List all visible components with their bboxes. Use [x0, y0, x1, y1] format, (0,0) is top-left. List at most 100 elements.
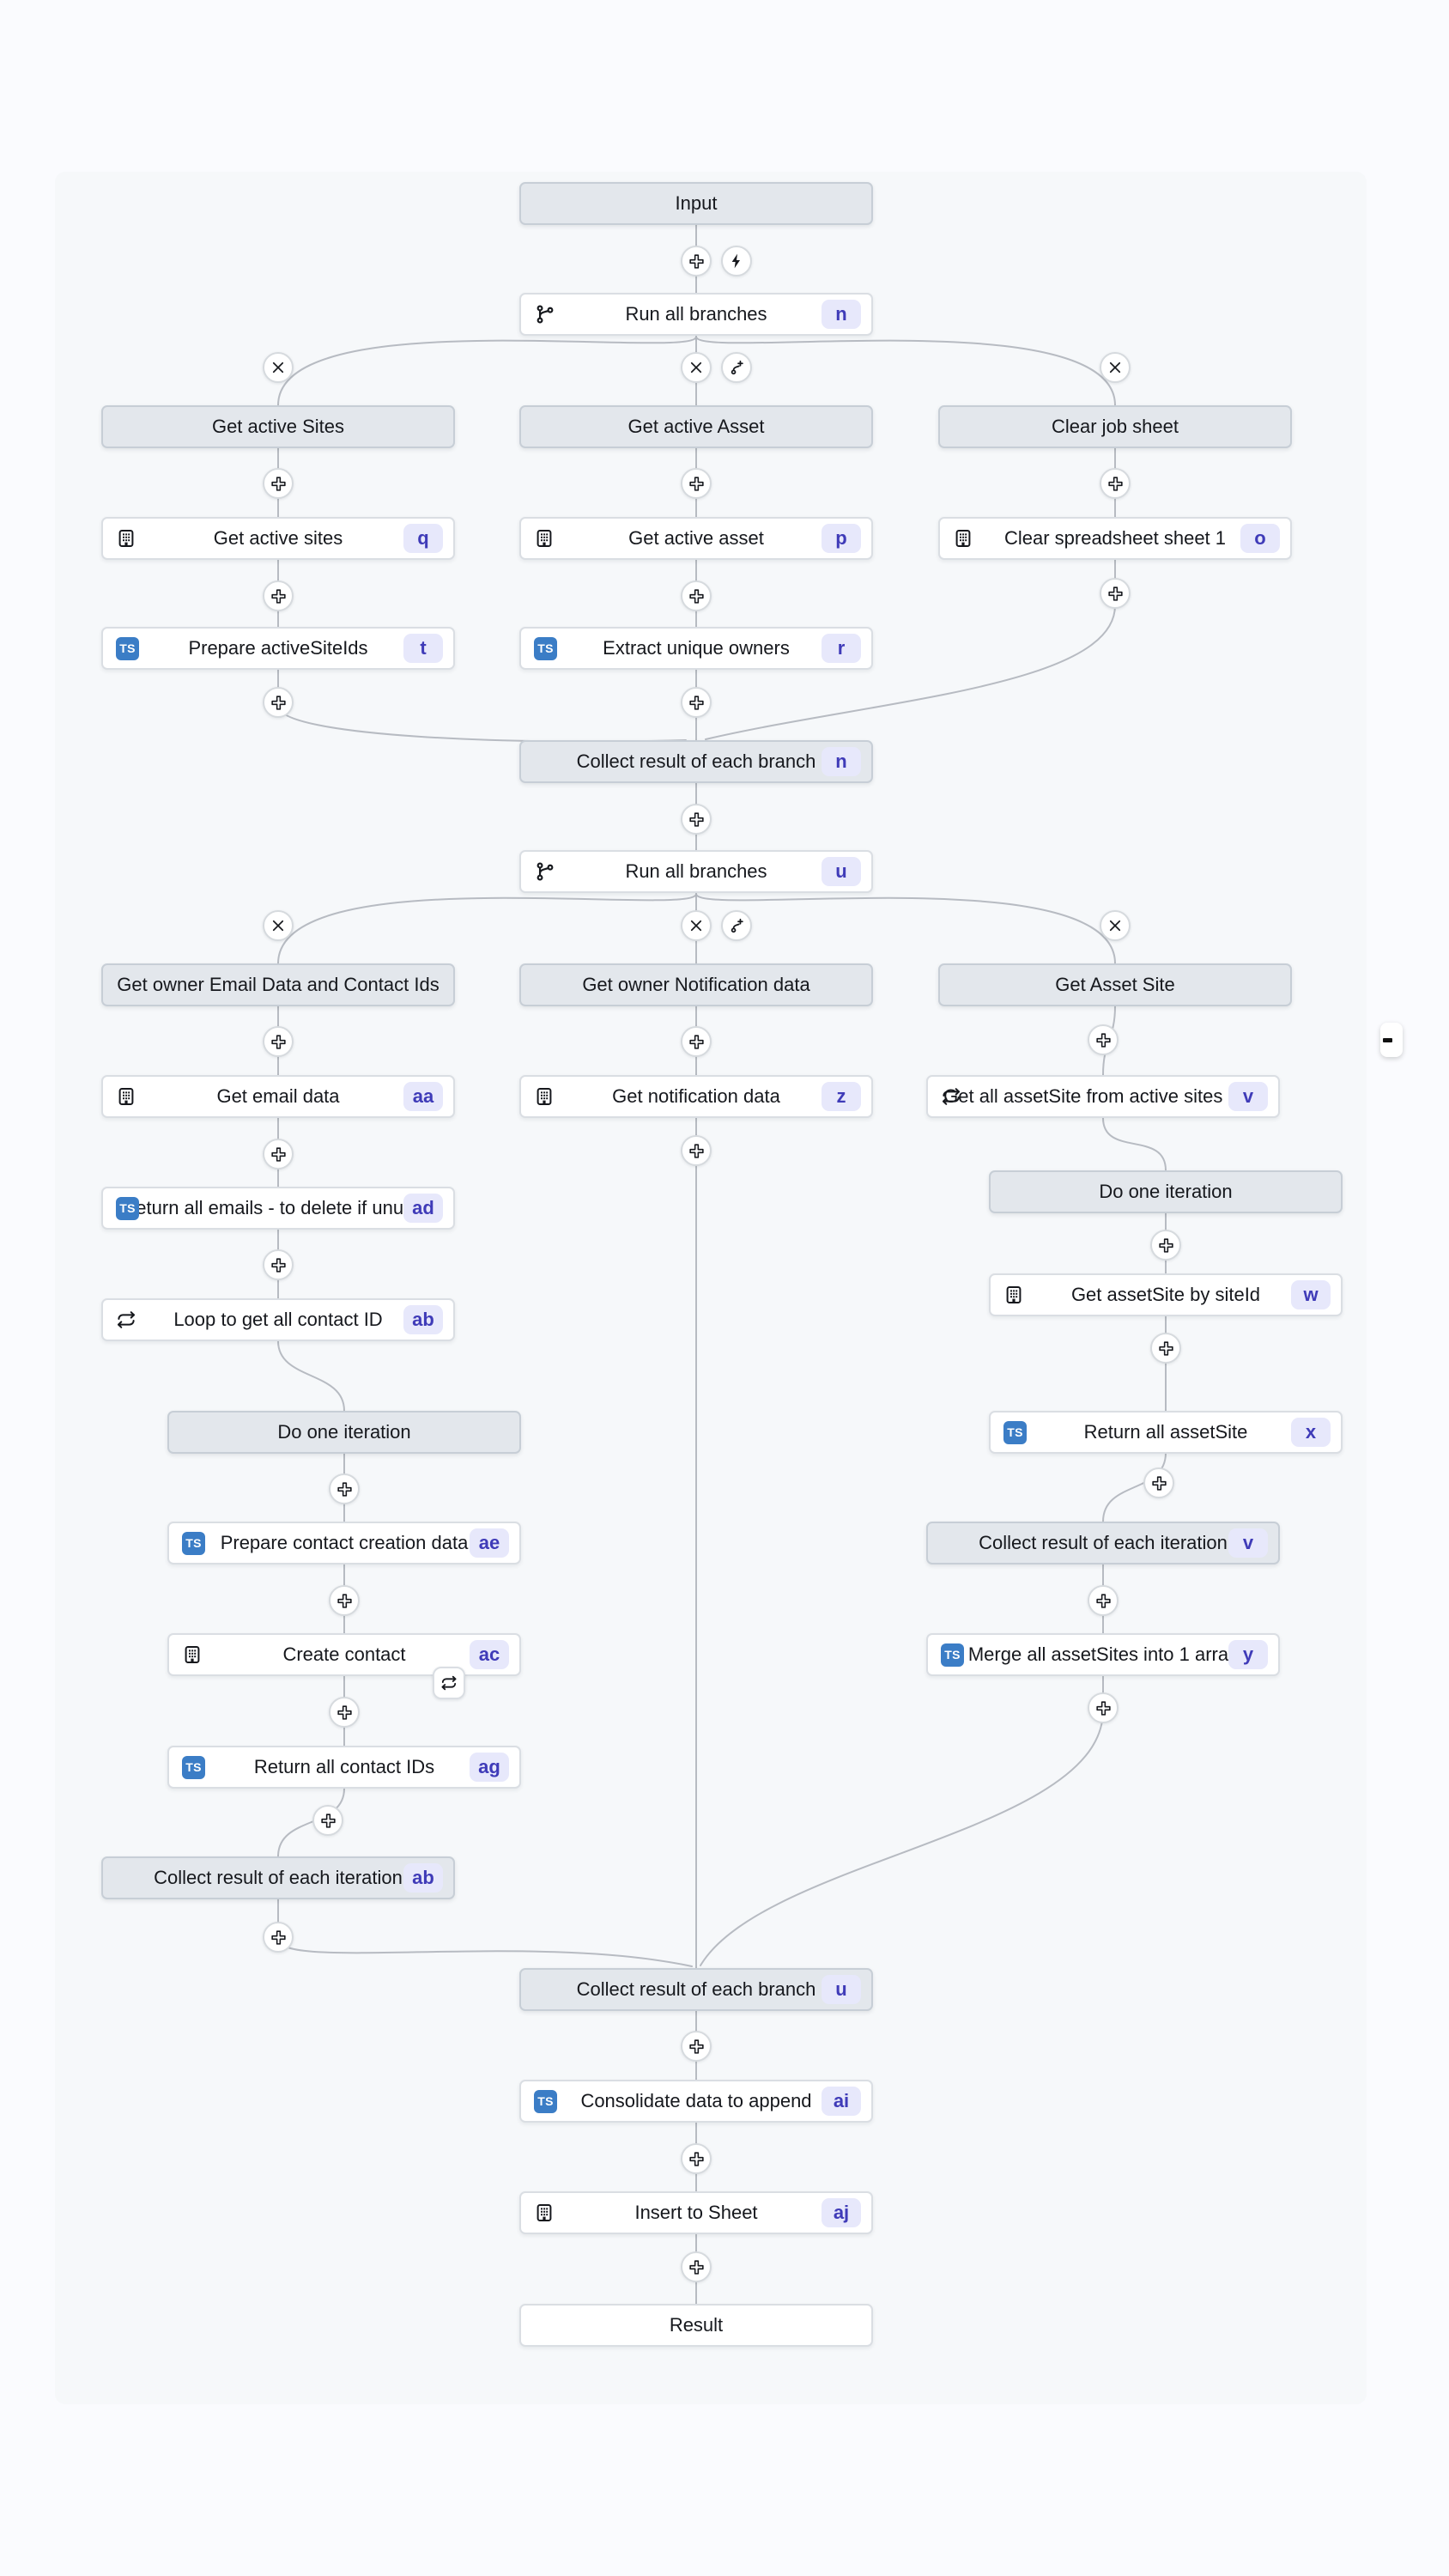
node-label: Run all branches: [625, 303, 767, 325]
add-branch-button[interactable]: [721, 352, 752, 383]
node-badge: n: [822, 747, 861, 776]
plus-connector-button[interactable]: [312, 1805, 343, 1836]
plus-connector-button[interactable]: [681, 804, 712, 835]
node-result[interactable]: Result: [519, 2304, 873, 2347]
plus-connector-button[interactable]: [263, 580, 294, 611]
delete-branch-button[interactable]: [1100, 910, 1131, 941]
delete-branch-button[interactable]: [681, 352, 712, 383]
node-label: Insert to Sheet: [634, 2202, 758, 2223]
plus-connector-button[interactable]: [263, 687, 294, 718]
node-get-owner-notification-group[interactable]: Get owner Notification data: [519, 963, 873, 1006]
delete-branch-button[interactable]: [1100, 352, 1131, 383]
minus-icon: [1383, 1037, 1392, 1042]
node-do-one-iteration-right[interactable]: Do one iteration: [989, 1170, 1343, 1213]
plus-connector-button[interactable]: [263, 1922, 294, 1953]
node-badge: u: [822, 1975, 861, 2004]
plus-connector-button[interactable]: [1100, 468, 1131, 499]
trigger-button[interactable]: [721, 246, 752, 276]
plus-connector-button[interactable]: [1143, 1467, 1174, 1498]
node-get-all-assetsite[interactable]: Get all assetSite from active sites only…: [926, 1075, 1280, 1118]
node-label: Loop to get all contact ID: [173, 1309, 383, 1330]
node-badge: p: [822, 524, 861, 553]
node-label: Get active Sites: [211, 416, 345, 437]
node-badge: ag: [470, 1753, 509, 1782]
node-badge: aa: [403, 1082, 443, 1111]
node-badge: r: [822, 634, 861, 663]
plus-connector-button[interactable]: [681, 580, 712, 611]
plus-connector-button[interactable]: [1150, 1230, 1181, 1261]
plus-connector-button[interactable]: [1088, 1024, 1119, 1055]
plus-connector-button[interactable]: [1088, 1585, 1119, 1616]
node-badge: x: [1291, 1418, 1331, 1447]
node-label: Merge all assetSites into 1 array: [967, 1643, 1239, 1665]
plus-connector-button[interactable]: [681, 2251, 712, 2282]
delete-branch-button[interactable]: [263, 910, 294, 941]
plus-connector-button[interactable]: [681, 2143, 712, 2174]
delete-branch-button[interactable]: [263, 352, 294, 383]
node-do-one-iteration-left[interactable]: Do one iteration: [167, 1411, 521, 1454]
node-label: Return all contact IDs: [253, 1756, 435, 1777]
node-return-all-contact-ids[interactable]: TS Return all contact IDs ag: [167, 1746, 521, 1789]
plus-connector-button[interactable]: [329, 1473, 360, 1504]
ts-icon: TS: [182, 1755, 205, 1779]
node-label: Prepare activeSiteIds: [188, 637, 368, 659]
node-get-asset-site-group[interactable]: Get Asset Site: [938, 963, 1292, 1006]
loop-toggle-button[interactable]: [433, 1667, 465, 1699]
plus-connector-button[interactable]: [263, 1026, 294, 1057]
node-badge: v: [1228, 1082, 1268, 1111]
node-clear-job-sheet-group[interactable]: Clear job sheet: [938, 405, 1292, 448]
plus-connector-button[interactable]: [681, 2031, 712, 2062]
node-badge: v: [1228, 1528, 1268, 1558]
plus-connector-button[interactable]: [263, 468, 294, 499]
delete-branch-button[interactable]: [681, 910, 712, 941]
plus-connector-button[interactable]: [681, 687, 712, 718]
resource-icon: [534, 1086, 555, 1107]
node-get-owner-email-group[interactable]: Get owner Email Data and Contact Ids: [101, 963, 455, 1006]
node-label: Get Asset Site: [1055, 974, 1175, 995]
node-label: Get notification data: [612, 1085, 780, 1107]
plus-connector-button[interactable]: [329, 1585, 360, 1616]
plus-connector-button[interactable]: [1100, 578, 1131, 609]
plus-connector-button[interactable]: [263, 1139, 294, 1170]
plus-connector-button[interactable]: [681, 1135, 712, 1166]
node-get-active-sites-group[interactable]: Get active Sites: [101, 405, 455, 448]
node-label: Input: [675, 192, 718, 214]
node-label: Get assetSite by siteId: [1070, 1284, 1261, 1305]
plus-connector-button[interactable]: [681, 468, 712, 499]
plus-connector-button[interactable]: [681, 246, 712, 276]
node-label: Get all assetSite from active sites only: [943, 1085, 1263, 1107]
plus-connector-button[interactable]: [263, 1249, 294, 1280]
node-input[interactable]: Input: [519, 182, 873, 225]
node-get-active-asset-group[interactable]: Get active Asset: [519, 405, 873, 448]
ts-icon-label: TS: [182, 1531, 205, 1555]
node-badge: aj: [822, 2198, 861, 2227]
zoom-out-button[interactable]: [1380, 1023, 1403, 1057]
add-branch-button[interactable]: [721, 910, 752, 941]
node-insert-to-sheet[interactable]: Insert to Sheet aj: [519, 2191, 873, 2234]
plus-connector-button[interactable]: [1150, 1333, 1181, 1364]
plus-connector-button[interactable]: [329, 1697, 360, 1728]
plus-connector-button[interactable]: [1088, 1692, 1119, 1723]
plus-connector-button[interactable]: [681, 1026, 712, 1057]
